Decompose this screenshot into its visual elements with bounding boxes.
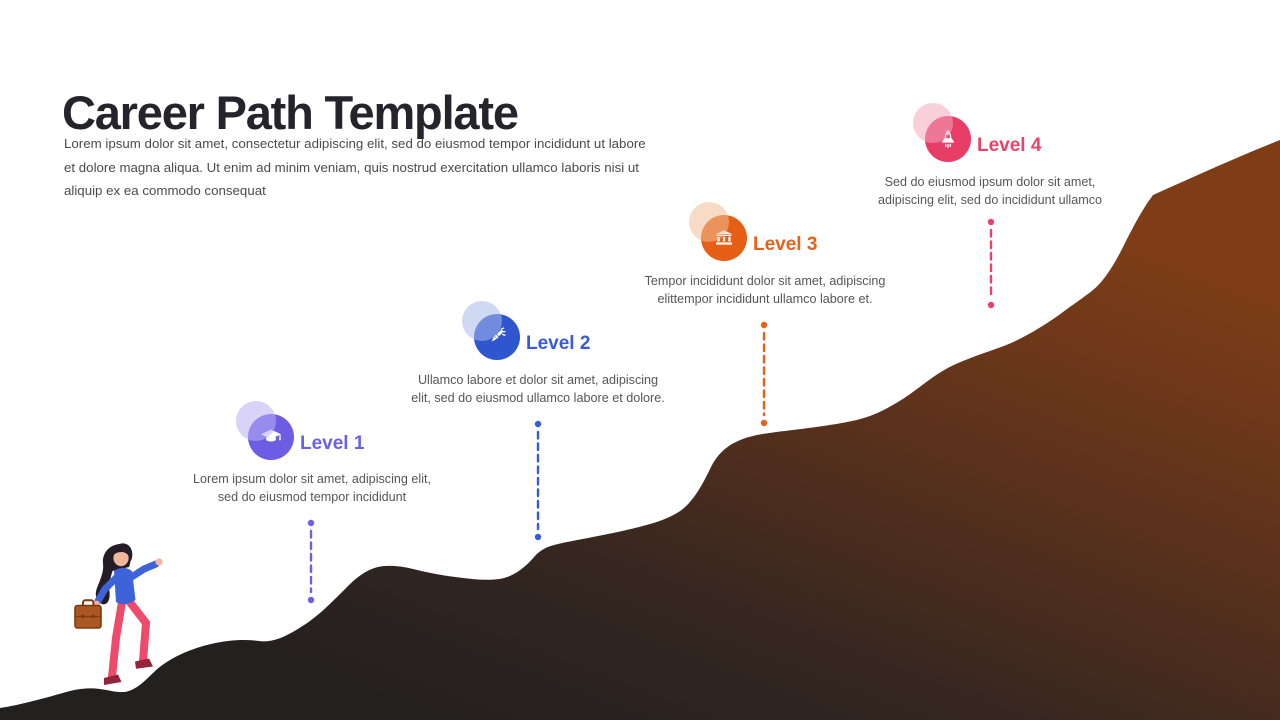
level-3-label: Level 3 [753,234,818,255]
level-4-description-line-2: adipiscing elit, sed do incididunt ullam… [877,193,1103,208]
woman-front-shoe [135,658,153,669]
level-4-description: Sed do eiusmod ipsum dolor sit amet, adi… [820,173,1160,210]
level-2-label: Level 2 [526,333,591,354]
level-1-badge [248,414,294,460]
level-3-badge [701,215,747,261]
woman-back-shoe [104,674,122,685]
level-3-description-line-2: elittempor incididunt ullamco labore et. [657,292,873,307]
intro-line-2: et dolore magna aliqua. Ut enim ad minim… [64,159,639,175]
woman-hair-top [112,543,133,562]
woman-raised-arm [126,560,160,582]
level-2-dotted-connector [534,420,542,541]
woman-climbing-illustration [74,543,163,685]
level-2-badge [474,314,520,360]
level-3-description-line-1: Tempor incididunt dolor sit amet, adipis… [644,274,886,288]
level-2-description-line-2: elit, sed do eiusmod ullamco labore et d… [411,391,665,406]
graduation-cap-icon [261,429,281,442]
woman-head [113,549,129,567]
level-2-description: Ullamco labore et dolor sit amet, adipis… [368,371,708,408]
woman-front-leg [125,597,151,665]
level-4-label: Level 4 [977,135,1042,156]
briefcase [74,599,102,629]
level-1-description: Lorem ipsum dolor sit amet, adipiscing e… [142,470,482,507]
level-1-label: Level 1 [300,433,365,454]
paint-brush-icon [491,327,506,342]
mountain-silhouette [0,140,1280,720]
intro-line-1: Lorem ipsum dolor sit amet, consectetur … [64,136,646,151]
intro-paragraph: Lorem ipsum dolor sit amet, consectetur … [64,132,646,203]
woman-raised-hand [155,558,163,566]
page-title: Career Path Template [62,86,519,140]
level-4-badge [925,116,971,162]
level-2-description-line-1: Ullamco labore et dolor sit amet, adipis… [417,373,659,387]
woman-back-leg [108,598,126,681]
intro-line-3: aliquip ex ea commodo consequat [64,183,266,199]
level-1-dotted-connector [307,519,315,604]
level-4-description-line-1: Sed do eiusmod ipsum dolor sit amet, [884,175,1096,189]
woman-briefcase-arm [94,572,122,605]
bank-icon [715,230,733,245]
level-1-description-line-1: Lorem ipsum dolor sit amet, adipiscing e… [193,472,431,486]
level-4-dotted-connector [987,218,995,309]
level-1-description-line-2: sed do eiusmod tempor incididunt [217,490,407,505]
level-3-dotted-connector [760,321,768,427]
rocket-icon [941,129,955,149]
level-3-description: Tempor incididunt dolor sit amet, adipis… [595,272,935,309]
